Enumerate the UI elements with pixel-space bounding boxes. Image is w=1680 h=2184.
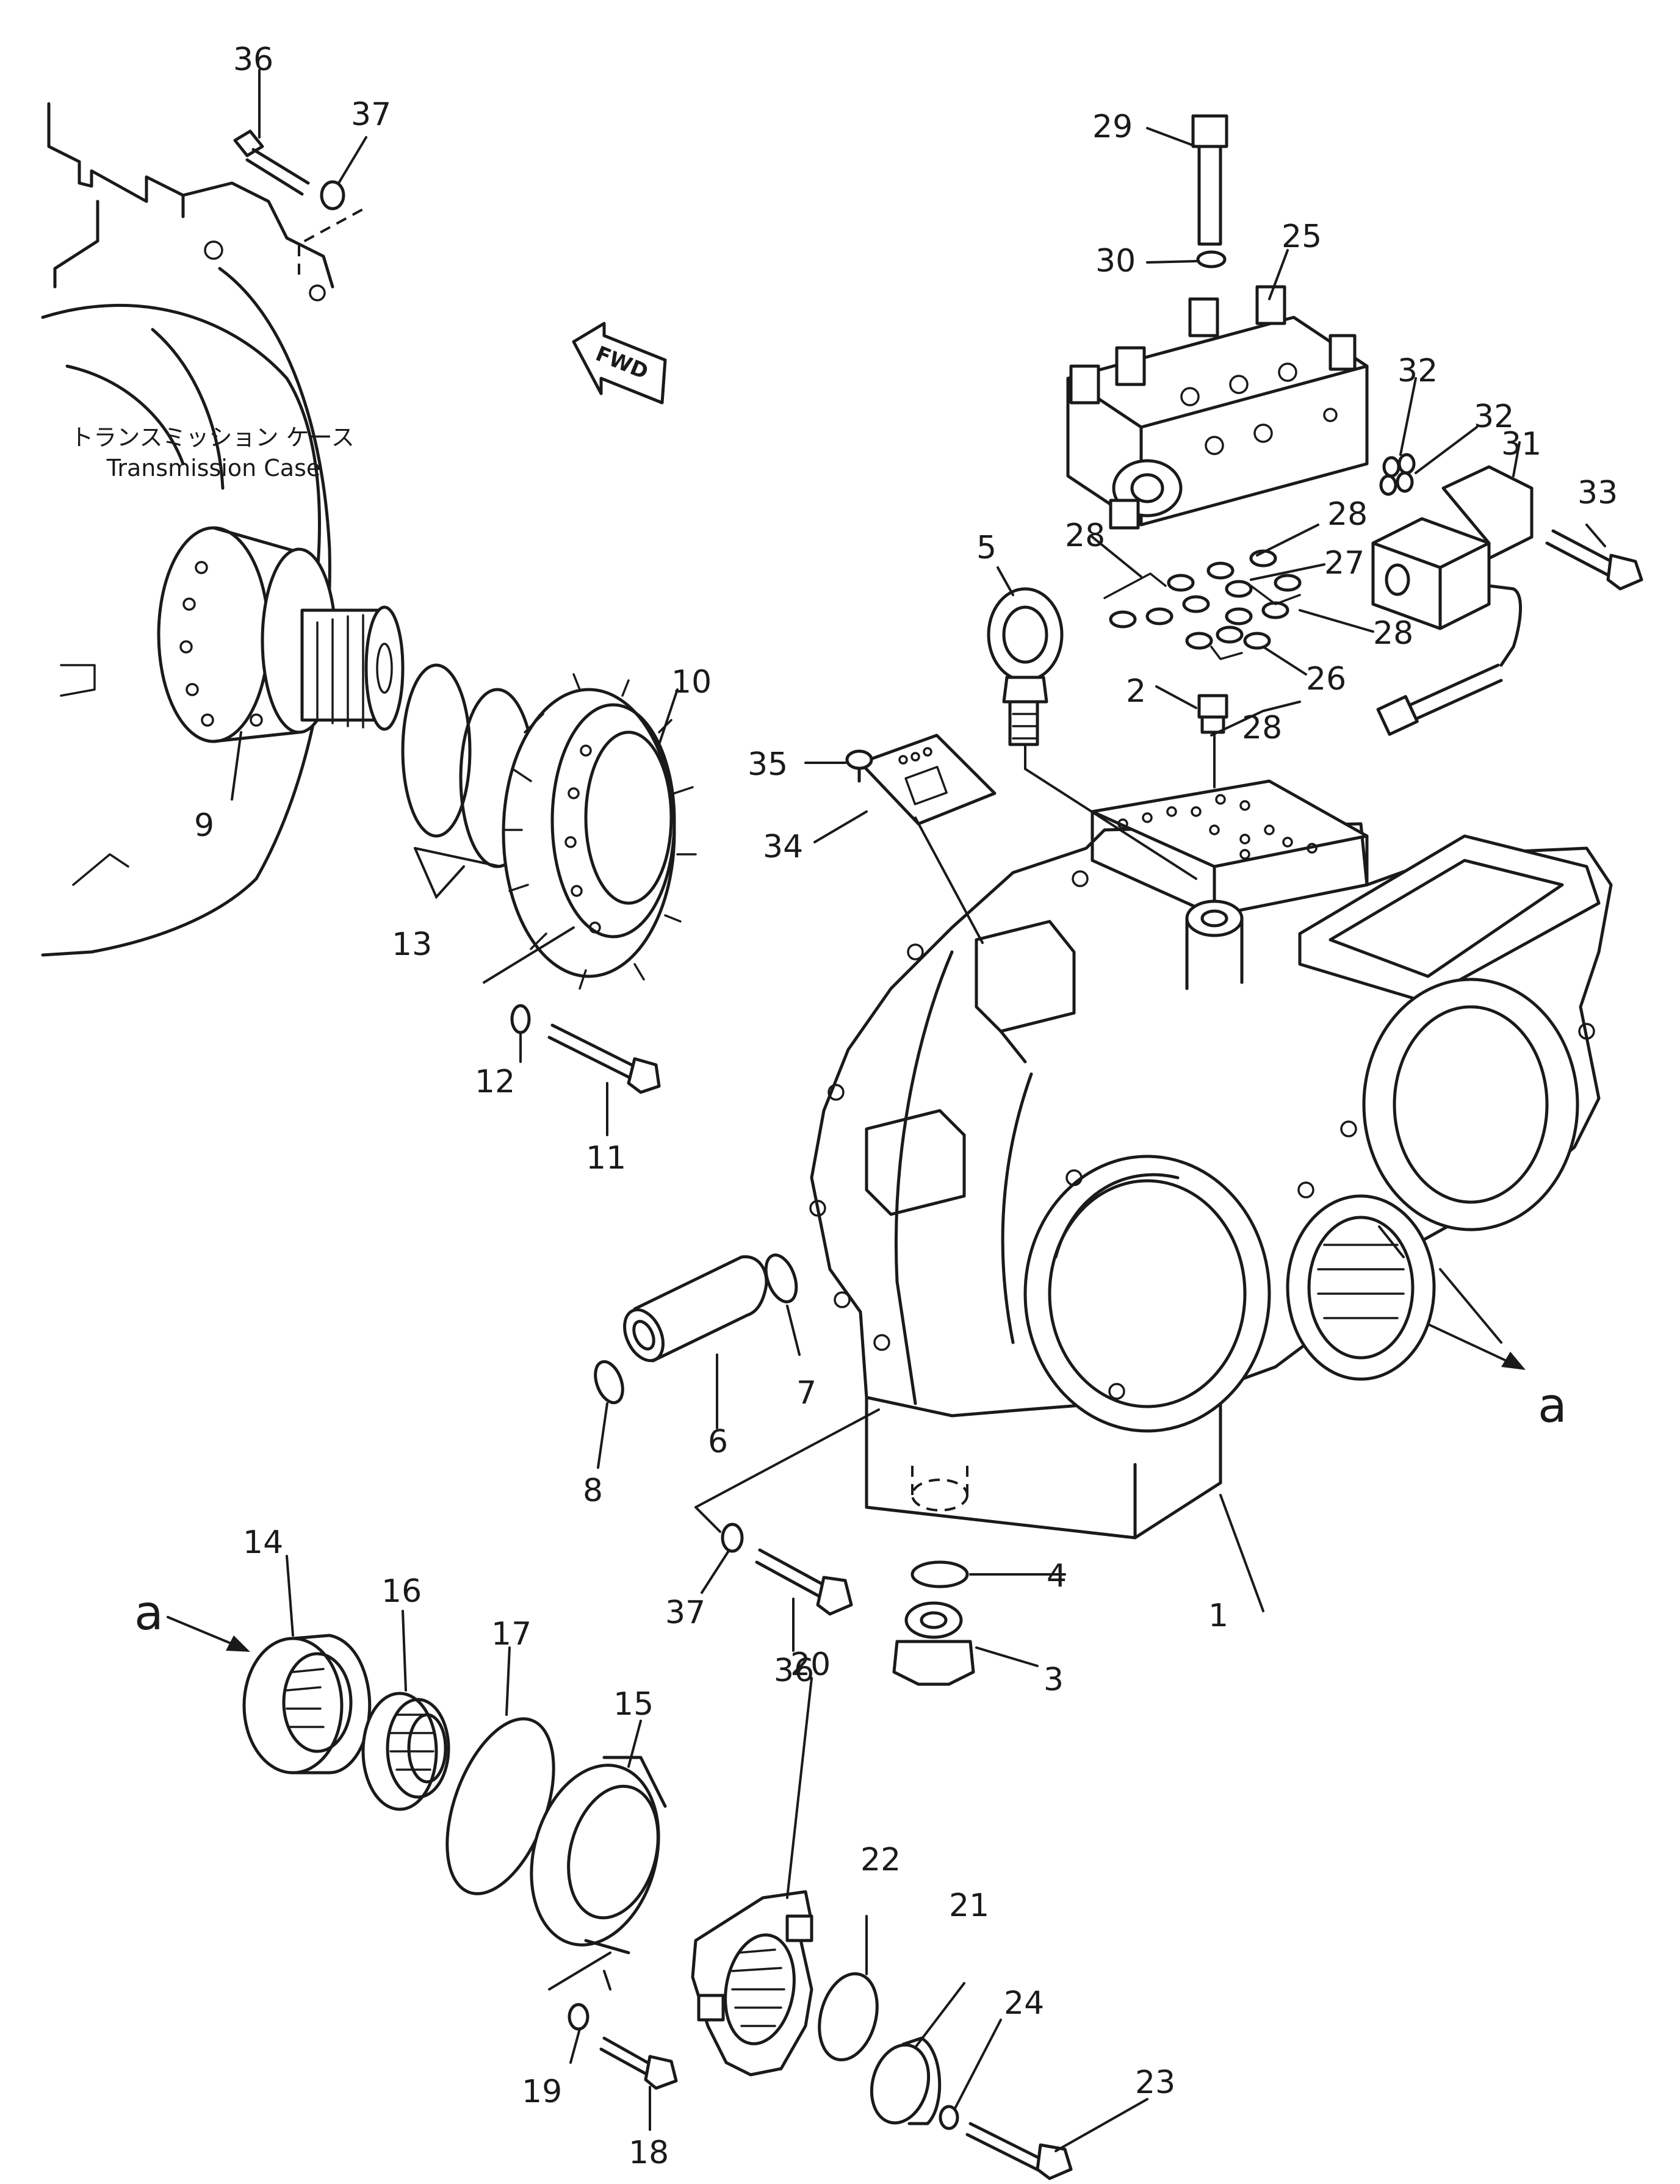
label-part-15: 15 bbox=[613, 1686, 654, 1723]
label-part-36-lower: 36 bbox=[774, 1652, 814, 1689]
part-8-oring bbox=[594, 1360, 624, 1405]
part-32-orings bbox=[1379, 453, 1416, 496]
label-part-14: 14 bbox=[243, 1524, 283, 1561]
leader-lines bbox=[231, 69, 1606, 2152]
part-6-sleeve bbox=[623, 1255, 768, 1363]
label-part-32-b: 32 bbox=[1474, 398, 1514, 435]
label-part-2: 2 bbox=[1126, 673, 1146, 710]
label-part-37-lower: 37 bbox=[665, 1595, 705, 1631]
part-11-bolt bbox=[547, 1023, 661, 1094]
case-label-en: Transmission Case bbox=[106, 455, 321, 481]
ref-arrow-a-right bbox=[1427, 1323, 1526, 1370]
part-16-bearing bbox=[361, 1692, 450, 1811]
label-part-33: 33 bbox=[1577, 475, 1618, 511]
label-part-19: 19 bbox=[522, 2074, 562, 2110]
part-7-oring bbox=[764, 1253, 798, 1303]
part-36-bolt-lower bbox=[755, 1548, 853, 1616]
label-part-32-a: 32 bbox=[1397, 353, 1438, 389]
part-20-coupling bbox=[691, 1890, 813, 2077]
part-19-washer bbox=[568, 2003, 589, 2031]
label-part-25: 25 bbox=[1282, 218, 1322, 255]
ref-letter-a-right: a bbox=[1538, 1379, 1567, 1433]
label-part-9: 9 bbox=[194, 807, 214, 844]
part-31-solenoid bbox=[1371, 465, 1534, 736]
label-part-24: 24 bbox=[1004, 1985, 1044, 2022]
part-36-bolt-top bbox=[233, 129, 310, 196]
part-34-nameplate bbox=[859, 733, 997, 826]
part-14-bearing bbox=[242, 1634, 372, 1775]
part-33-bolt bbox=[1545, 529, 1643, 591]
case-label-jp: トランスミッション ケース bbox=[70, 424, 354, 451]
label-part-17: 17 bbox=[491, 1616, 532, 1652]
label-part-21: 21 bbox=[949, 1887, 989, 1924]
label-part-29: 29 bbox=[1092, 109, 1133, 145]
label-part-3: 3 bbox=[1044, 1662, 1064, 1698]
label-part-31: 31 bbox=[1501, 426, 1541, 463]
label-part-18: 18 bbox=[629, 2135, 669, 2171]
part-12-washer bbox=[510, 1004, 531, 1034]
part-9-output-hub bbox=[157, 526, 405, 743]
label-part-28-a: 28 bbox=[1065, 517, 1105, 554]
label-part-27: 27 bbox=[1324, 545, 1365, 582]
label-part-36-top: 36 bbox=[233, 41, 273, 78]
part-2-plug bbox=[1197, 694, 1228, 734]
ref-letter-a-left: a bbox=[134, 1586, 164, 1641]
part-26-27-28-orings bbox=[1103, 549, 1302, 660]
part-1-main-case bbox=[809, 779, 1613, 1540]
label-part-8: 8 bbox=[583, 1472, 603, 1509]
ref-arrow-a-left bbox=[167, 1616, 250, 1652]
label-part-16: 16 bbox=[381, 1573, 422, 1610]
transmission-case-outline bbox=[41, 102, 367, 957]
label-part-7: 7 bbox=[796, 1375, 817, 1411]
label-part-23: 23 bbox=[1135, 2064, 1175, 2101]
label-part-20: 20 bbox=[790, 1646, 831, 1683]
part-15-cage bbox=[530, 1756, 667, 1955]
label-part-4: 4 bbox=[1047, 1558, 1067, 1595]
part-30-washer bbox=[1196, 250, 1227, 268]
label-part-13: 13 bbox=[392, 926, 432, 963]
label-part-28-b: 28 bbox=[1327, 496, 1368, 533]
part-18-bolt bbox=[599, 2036, 678, 2090]
part-24-washer bbox=[939, 2105, 959, 2130]
part-25-valve-block bbox=[1066, 285, 1369, 530]
label-part-28-c: 28 bbox=[1373, 615, 1413, 652]
part-37-washer-top bbox=[320, 180, 345, 211]
part-35-rivet bbox=[845, 749, 873, 783]
label-part-5: 5 bbox=[976, 530, 997, 566]
part-3-drain-plug bbox=[892, 1601, 975, 1686]
label-part-28-d: 28 bbox=[1242, 710, 1282, 746]
part-21-holder bbox=[870, 2036, 942, 2125]
label-part-26: 26 bbox=[1306, 661, 1346, 697]
label-part-37-top: 37 bbox=[351, 96, 391, 133]
label-part-6: 6 bbox=[708, 1424, 728, 1460]
label-part-35: 35 bbox=[748, 746, 788, 783]
label-part-22: 22 bbox=[860, 1842, 901, 1878]
label-part-34: 34 bbox=[763, 829, 803, 865]
fwd-arrow bbox=[572, 322, 667, 405]
label-part-1: 1 bbox=[1208, 1598, 1228, 1634]
part-22-oring bbox=[818, 1972, 879, 2062]
label-part-30: 30 bbox=[1095, 243, 1136, 279]
part-29-bolt bbox=[1191, 114, 1228, 246]
label-part-11: 11 bbox=[586, 1140, 626, 1177]
label-part-10: 10 bbox=[671, 664, 712, 701]
part-4-oring bbox=[910, 1560, 969, 1588]
label-part-12: 12 bbox=[475, 1064, 515, 1100]
part-37-washer-lower bbox=[721, 1523, 744, 1553]
part-10-gear bbox=[502, 673, 697, 990]
part-5-eyebolt bbox=[987, 587, 1064, 746]
